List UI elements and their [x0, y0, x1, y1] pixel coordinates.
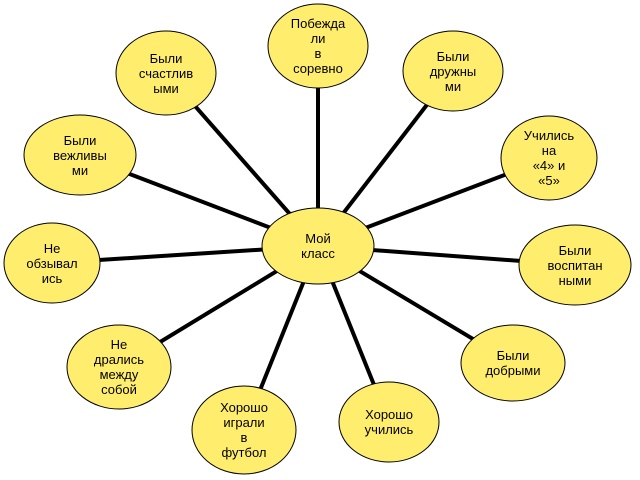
- node-futbol: [191, 385, 297, 475]
- node-vezhlivymi: [23, 114, 137, 196]
- node-pobezhdali: [267, 3, 369, 89]
- node-vospitannymi: [518, 224, 632, 306]
- node-druzhnymi: [402, 30, 504, 112]
- node-horosho-uchilis: [338, 381, 440, 463]
- node-schastlivymi: [115, 30, 217, 116]
- node-uchilis-na: [500, 115, 598, 201]
- node-ne-obzyvalis: [3, 222, 101, 304]
- center-node: [261, 207, 375, 285]
- node-ne-dralis: [66, 324, 172, 410]
- node-dobrymi: [460, 324, 566, 402]
